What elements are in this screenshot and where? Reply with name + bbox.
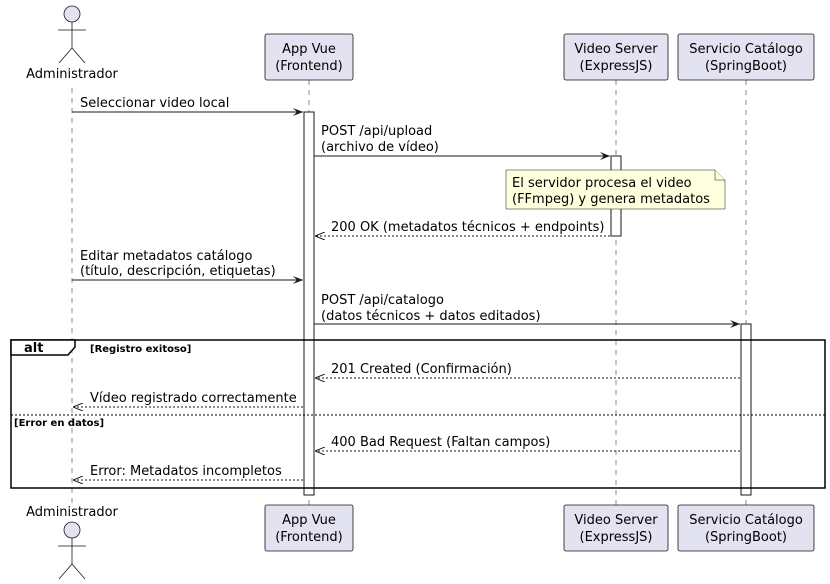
note-line2: (FFmpeg) y genera metadatos xyxy=(512,192,710,207)
alt-keyword: alt xyxy=(24,341,43,356)
message-catalog-label-1: POST /api/catalogo xyxy=(321,293,444,308)
participant-video-bottom: Video Server (ExpressJS) xyxy=(563,504,669,552)
participant-vue-bottom: App Vue (Frontend) xyxy=(264,504,354,552)
participant-video-line2: (ExpressJS) xyxy=(580,59,653,74)
message-bad-request-label: 400 Bad Request (Faltan campos) xyxy=(331,435,550,450)
participant-vue-top: App Vue (Frontend) xyxy=(264,33,354,81)
participant-video-line2-bottom: (ExpressJS) xyxy=(580,530,653,545)
participant-catalog-line2-bottom: (SpringBoot) xyxy=(705,530,787,545)
message-registered-label: Vídeo registrado correctamente xyxy=(90,391,297,406)
message-catalog-label-2: (datos técnicos + datos editados) xyxy=(321,309,541,324)
message-edit-label-1: Editar metadatos catálogo xyxy=(80,249,253,264)
message-edit-label-2: (título, descripción, etiquetas) xyxy=(80,264,276,279)
alt-guard-error: [Error en datos] xyxy=(14,418,104,429)
note-line1: El servidor procesa el video xyxy=(512,176,692,191)
participant-catalog-bottom: Servicio Catálogo (SpringBoot) xyxy=(677,504,815,552)
message-ok-label: 200 OK (metadatos técnicos + endpoints) xyxy=(331,220,604,235)
message-select-video-label: Seleccionar video local xyxy=(80,96,229,111)
participant-video-line1-bottom: Video Server xyxy=(574,513,658,528)
activation-catalog xyxy=(740,323,752,496)
participant-vue-line2-bottom: (Frontend) xyxy=(275,530,343,545)
message-created-label: 201 Created (Confirmación) xyxy=(331,362,512,377)
actor-admin-label-bottom: Administrador xyxy=(26,505,118,520)
message-upload-label-2: (archivo de vídeo) xyxy=(321,140,439,155)
actor-admin-label-top: Administrador xyxy=(26,67,118,82)
participant-catalog-line2: (SpringBoot) xyxy=(705,59,787,74)
participant-vue-line1-bottom: App Vue xyxy=(282,513,336,528)
participant-video-top: Video Server (ExpressJS) xyxy=(563,33,669,81)
participant-catalog-line1: Servicio Catálogo xyxy=(689,42,803,57)
message-error-label: Error: Metadatos incompletos xyxy=(90,464,282,479)
actor-admin-top: Administrador xyxy=(26,5,119,82)
participant-vue-line2: (Frontend) xyxy=(275,59,343,74)
participant-video-line1: Video Server xyxy=(574,42,658,57)
actor-head-bottom xyxy=(63,521,81,539)
actor-head xyxy=(63,5,81,23)
activation-vue xyxy=(303,111,315,496)
alt-fragment: alt [Registro exitoso] [Error en datos] xyxy=(10,339,826,489)
alt-frame xyxy=(10,339,826,489)
participant-vue-line1: App Vue xyxy=(282,42,336,57)
message-upload-label-1: POST /api/upload xyxy=(321,124,432,139)
participant-catalog-top: Servicio Catálogo (SpringBoot) xyxy=(677,33,815,81)
alt-guard-success: [Registro exitoso] xyxy=(90,344,191,355)
participant-catalog-line1-bottom: Servicio Catálogo xyxy=(689,513,803,528)
note-processing: El servidor procesa el video (FFmpeg) y … xyxy=(505,169,726,210)
actor-admin-bottom: Administrador xyxy=(26,505,119,580)
